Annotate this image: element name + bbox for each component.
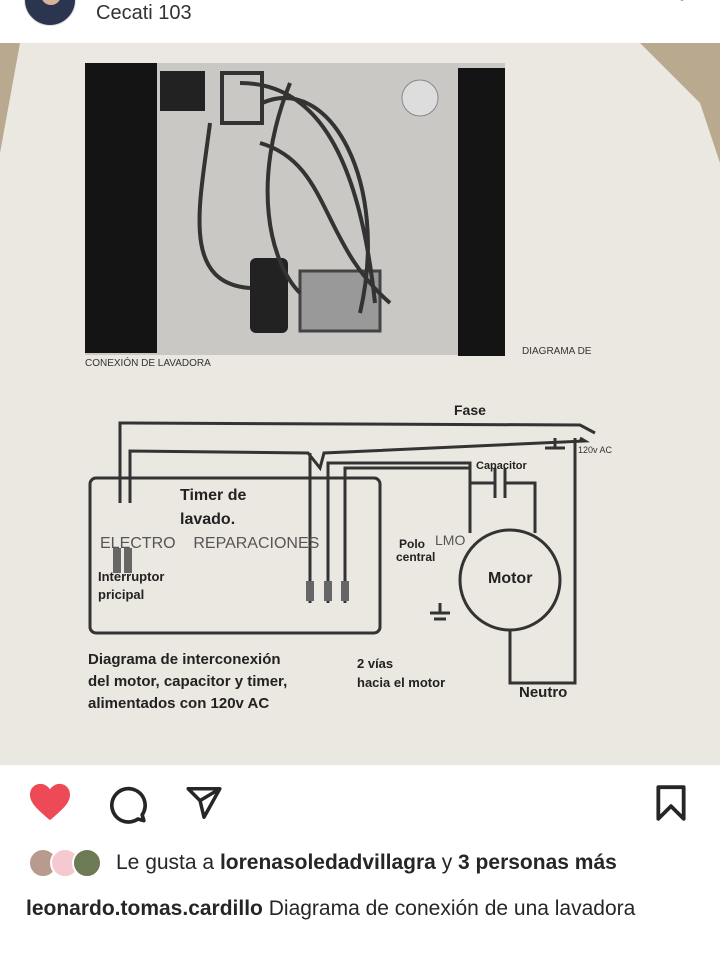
likes-prefix: Le gusta a [116, 851, 215, 874]
desc-line-3: alimentados con 120v AC [88, 695, 269, 712]
label-lmo: LMO [435, 532, 465, 548]
post-photo[interactable]: CONEXIÓN DE LAVADORA DIAGRAMA DE Fase Ca… [0, 43, 720, 765]
post-caption: leonardo.tomas.cardillo Diagrama de cone… [26, 893, 666, 925]
likes-others[interactable]: 3 personas más [458, 851, 617, 874]
caption-text: Diagrama de conexión de una lavadora [268, 897, 636, 920]
watermark: ELECTRO REPARACIONES [100, 535, 319, 552]
label-polo-2: central [396, 550, 435, 564]
liker-username[interactable]: lorenasoledadvillagra [219, 851, 436, 874]
likes-summary[interactable]: Le gusta a lorenasoledadvillagra y 3 per… [28, 848, 617, 878]
photo-caption-right: DIAGRAMA DE [522, 346, 592, 357]
like-heart-icon[interactable] [28, 782, 72, 827]
comment-icon[interactable] [106, 784, 150, 829]
vias-line-2: hacia el motor [357, 675, 445, 690]
label-interruptor-1: Interruptor [98, 569, 164, 584]
switch-photo [160, 71, 205, 111]
desc-line-2: del motor, capacitor y timer, [88, 673, 287, 690]
share-icon[interactable] [184, 784, 224, 827]
capacitor-photo [250, 258, 288, 333]
label-fase: Fase [454, 402, 486, 418]
label-motor: Motor [488, 570, 532, 587]
post-header: Cecati 103 • [0, 0, 720, 43]
caption-username[interactable]: leonardo.tomas.cardillo [26, 897, 263, 920]
label-neutro: Neutro [519, 684, 567, 701]
vias-line-1: 2 vías [357, 656, 393, 671]
save-bookmark-icon[interactable] [654, 784, 688, 827]
post-location[interactable]: Cecati 103 [96, 2, 192, 24]
label-polo-1: Polo [399, 537, 425, 551]
liker-avatar [72, 848, 102, 878]
action-bar [0, 782, 720, 828]
label-timer-1: Timer de [180, 487, 247, 504]
photo-caption-left: CONEXIÓN DE LAVADORA [85, 356, 211, 369]
likes-joiner: y [441, 851, 453, 874]
more-options-icon[interactable]: • [674, 0, 690, 9]
likes-text: Le gusta a lorenasoledadvillagra y 3 per… [116, 851, 617, 875]
author-avatar[interactable] [24, 0, 76, 26]
label-interruptor-2: pricipal [98, 587, 144, 602]
desc-line-1: Diagrama de interconexión [88, 651, 281, 668]
label-capacitor: Capacitor [476, 460, 527, 472]
label-timer-2: lavado. [180, 511, 235, 528]
label-supply: 120v AC [578, 445, 613, 455]
